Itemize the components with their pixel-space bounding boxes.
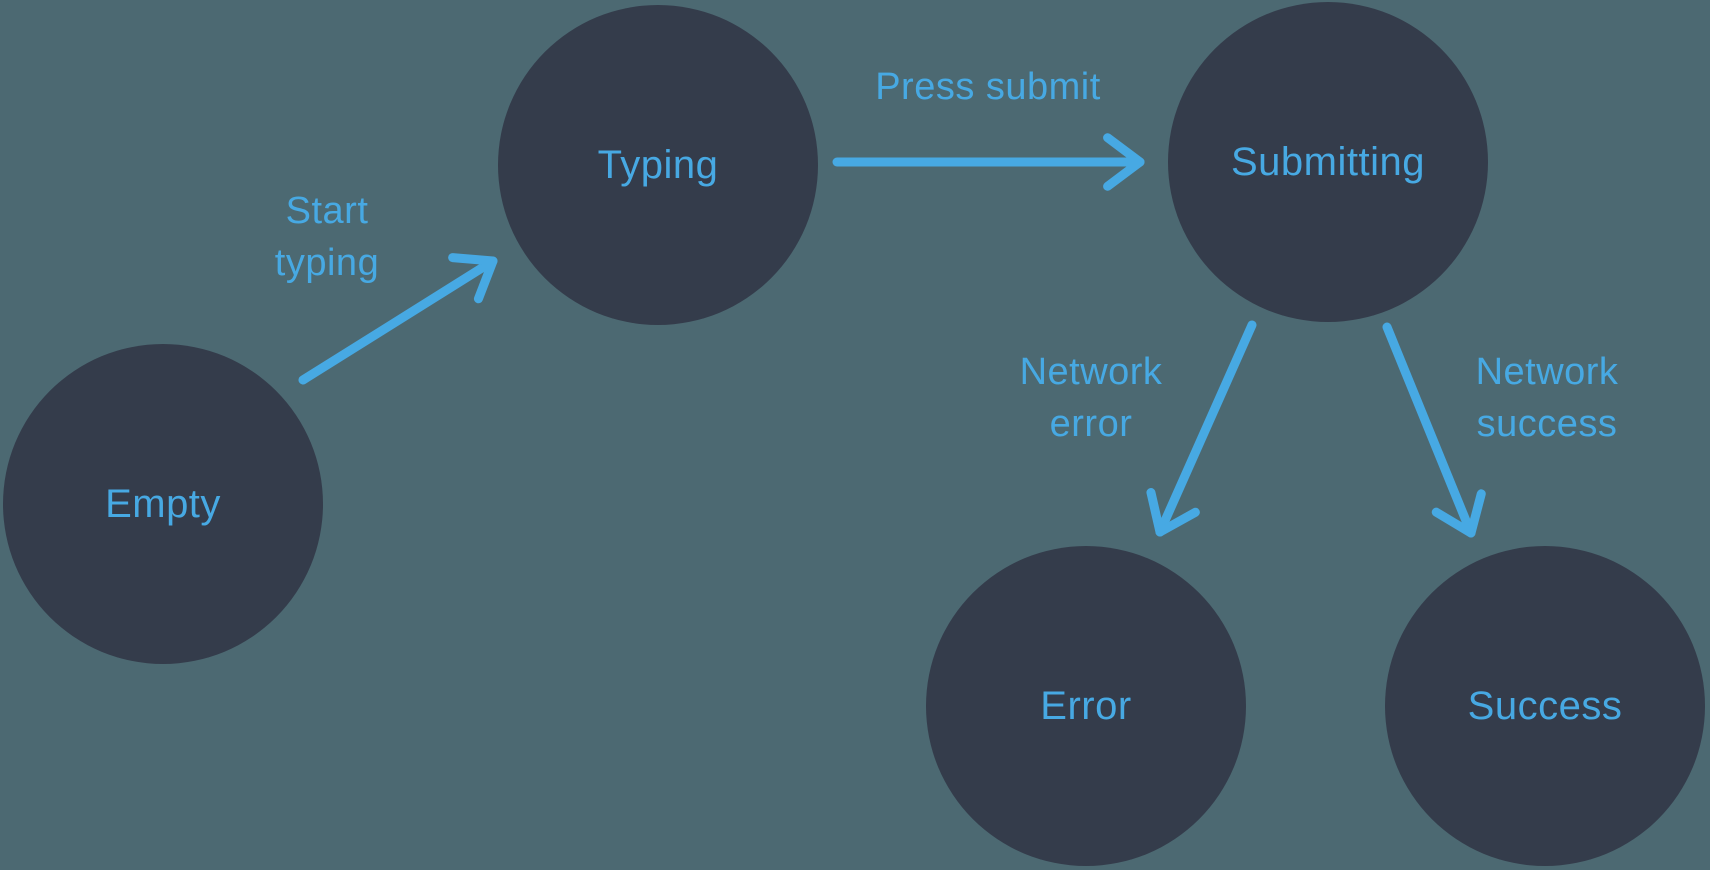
- state-node-label: Submitting: [1231, 139, 1425, 184]
- state-node-label: Success: [1467, 683, 1623, 728]
- transition-label-line: typing: [274, 242, 380, 284]
- transition-label-line: Network: [1475, 351, 1619, 393]
- state-node-label: Error: [1040, 683, 1132, 728]
- transition-label-network-success: Network success: [1476, 346, 1619, 450]
- transition-label-start-typing: Start typing: [275, 185, 379, 289]
- transition-label-line: Start: [285, 190, 369, 232]
- transition-arrow-start-typing: [298, 253, 498, 385]
- state-node-success: Success: [1385, 546, 1705, 866]
- state-node-typing: Typing: [498, 5, 818, 325]
- transition-label-line: error: [1049, 403, 1133, 445]
- transition-arrow-network-success: [1382, 322, 1486, 538]
- state-node-submitting: Submitting: [1168, 2, 1488, 322]
- transition-label-line: Network: [1019, 351, 1163, 393]
- state-node-label: Empty: [105, 481, 221, 526]
- transition-label-line: Press submit: [875, 66, 1101, 108]
- state-node-empty: Empty: [3, 344, 323, 664]
- transition-label-network-error: Network error: [1020, 346, 1163, 450]
- transition-label-line: success: [1476, 403, 1618, 445]
- transition-label-press-submit: Press submit: [875, 61, 1101, 113]
- state-node-label: Typing: [597, 142, 719, 187]
- transition-arrow-network-error: [1146, 320, 1257, 537]
- state-node-error: Error: [926, 546, 1246, 866]
